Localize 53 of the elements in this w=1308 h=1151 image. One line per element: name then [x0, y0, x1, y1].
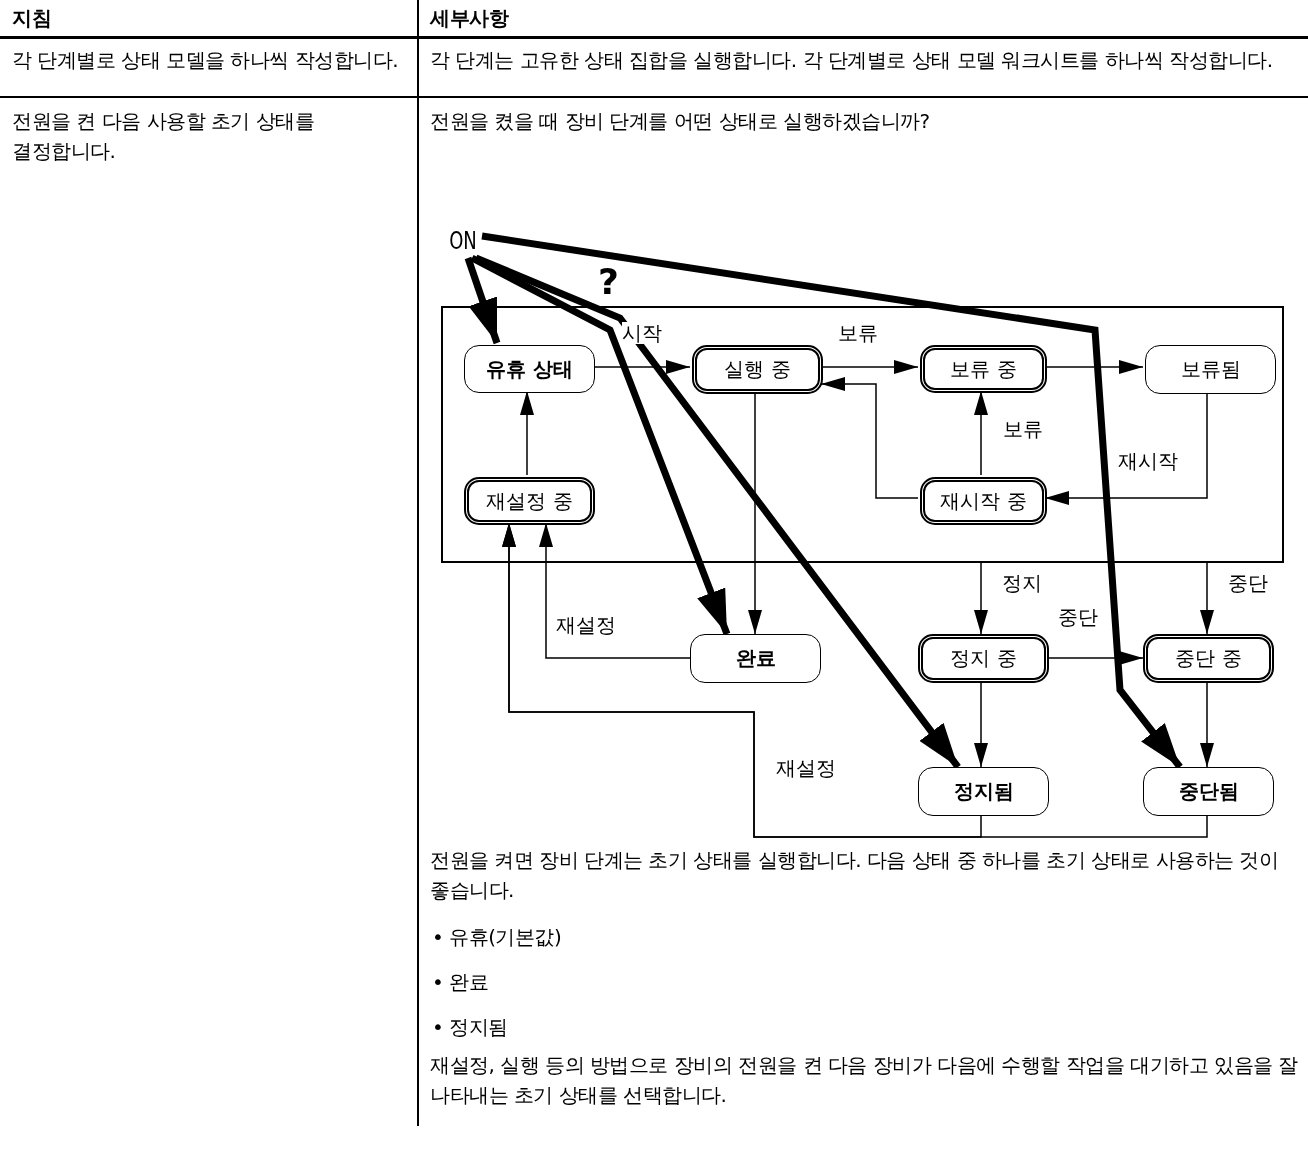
- state-box: 중단됨: [1143, 767, 1274, 816]
- arrow: [820, 360, 919, 374]
- state-group-frame: [441, 306, 1284, 563]
- column-header: 세부사항: [430, 5, 510, 32]
- state-box: 중단 중: [1143, 634, 1274, 683]
- arrow: [520, 390, 534, 476]
- arrow: [539, 522, 691, 659]
- edge-label: 보류: [838, 322, 878, 344]
- state-box: 정지됨: [918, 767, 1049, 816]
- arrow: [820, 377, 919, 499]
- state-box: 정지 중: [918, 634, 1049, 683]
- arrow: [464, 256, 501, 345]
- state-box: 유휴 상태: [464, 345, 595, 393]
- arrow: [481, 232, 1183, 770]
- arrow: [1044, 391, 1208, 505]
- table-text: 전원을 켠 다음 사용할 초기 상태를 결정합니다.: [12, 108, 316, 165]
- arrow: [474, 254, 961, 770]
- edge-label: 중단: [1228, 572, 1268, 594]
- arrow: [1048, 651, 1144, 665]
- bullet-item: • 정지됨: [431, 1014, 508, 1041]
- arrow: [1200, 682, 1214, 768]
- state-box: 완료: [690, 634, 821, 683]
- arrow: [974, 390, 988, 476]
- edge-label: 재시작: [1118, 450, 1178, 472]
- arrow: [748, 391, 762, 635]
- arrow: [974, 562, 988, 635]
- arrow: [1200, 562, 1214, 635]
- state-box: 실행 중: [692, 345, 823, 394]
- state-box: 보류됨: [1145, 345, 1276, 394]
- edge-label: 재설정: [556, 614, 616, 636]
- arrow: [974, 682, 988, 768]
- state-box: 재설정 중: [464, 477, 595, 525]
- edge-label: 시작: [622, 322, 662, 344]
- bullet-item: • 완료: [431, 969, 489, 996]
- edge-label: 정지: [1002, 572, 1042, 594]
- bullet-item: • 유휴(기본값): [431, 924, 562, 951]
- edge-label: 중단: [1058, 606, 1098, 628]
- edge-label: 재설정: [776, 757, 836, 779]
- table-text: 재설정, 실행 등의 방법으로 장비의 전원을 켠 다음 장비가 다음에 수행할 작업을 대기하고 있음을 잘 나타내는 초기 상태를 선택합니다.: [430, 1052, 1299, 1109]
- state-box: 보류 중: [920, 345, 1047, 393]
- edge-label: 보류: [1003, 418, 1043, 440]
- table-text: 전원을 켜면 장비 단계는 초기 상태를 실행합니다. 다음 상태 중 하나를 초기 상태로 사용하는 것이 좋습니다.: [430, 847, 1280, 904]
- table-text: 전원을 켰을 때 장비 단계를 어떤 상태로 실행하겠습니까?: [430, 108, 931, 135]
- arrow: [1044, 360, 1144, 374]
- start-label: ON: [448, 224, 478, 258]
- state-box: 재시작 중: [920, 477, 1047, 525]
- table-text: 각 단계는 고유한 상태 집합을 실행합니다. 각 단계별로 상태 모델 워크시트를 하나씩 작성합니다.: [430, 47, 1274, 74]
- arrow: [592, 360, 691, 374]
- question-mark: ?: [598, 262, 619, 302]
- arrow: [470, 254, 731, 636]
- arrow: [502, 522, 1208, 838]
- column-header: 지침: [12, 5, 52, 32]
- table-text: 각 단계별로 상태 모델을 하나씩 작성합니다.: [12, 47, 400, 74]
